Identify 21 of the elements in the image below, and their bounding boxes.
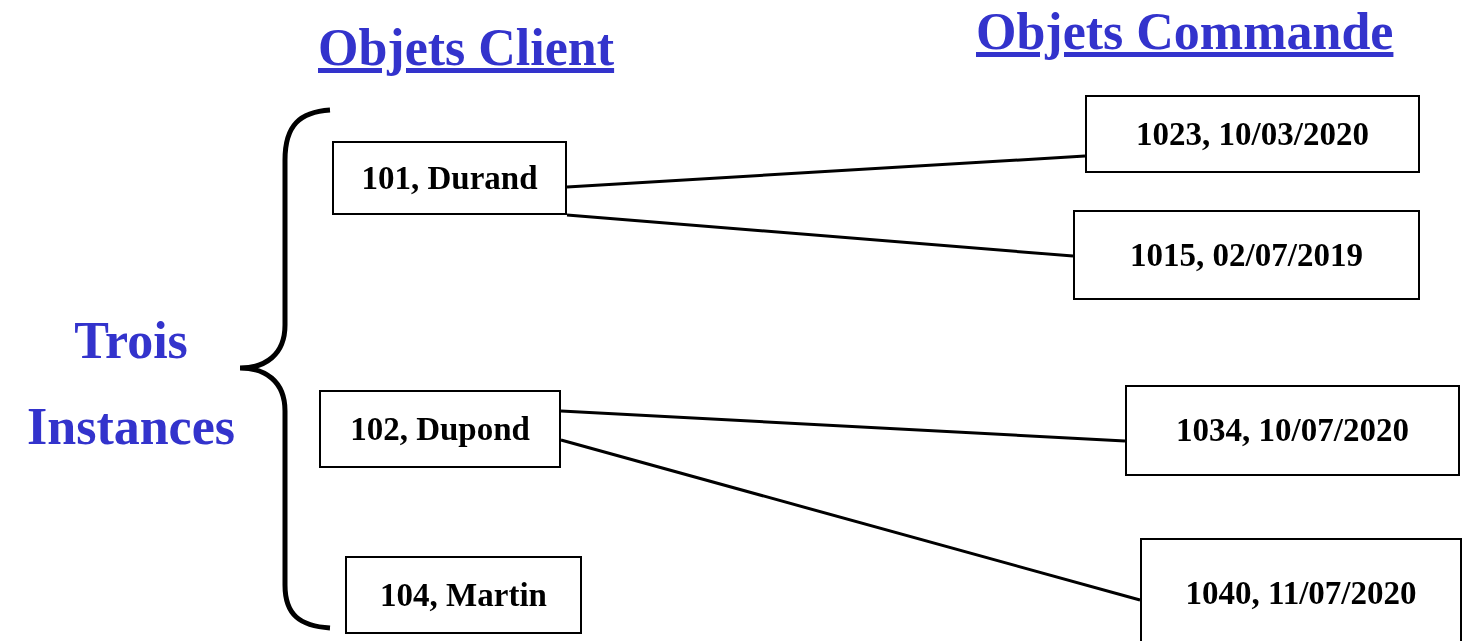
- bracket-label: Trois Instances: [26, 311, 236, 457]
- record-text: 1015, 02/07/2019: [1130, 236, 1363, 274]
- record-box: [345, 556, 582, 634]
- record-text: 1023, 10/03/2020: [1136, 115, 1369, 153]
- record-text: 101, Durand: [361, 159, 538, 197]
- record-box: [1085, 95, 1420, 173]
- record-text: 104, Martin: [380, 576, 547, 614]
- record-box: [332, 141, 567, 215]
- connector-line: [566, 213, 1074, 258]
- record-box: [319, 390, 561, 468]
- connector-line: [560, 409, 1126, 443]
- record-text: 1040, 11/07/2020: [1185, 574, 1417, 612]
- record-box: [1140, 538, 1462, 641]
- connector-line: [560, 438, 1141, 602]
- record-text: 1034, 10/07/2020: [1176, 412, 1409, 449]
- record-box: [1073, 210, 1420, 300]
- column-heading: Objets Client: [318, 18, 616, 78]
- connector-line: [566, 154, 1086, 189]
- record-text: 102, Dupond: [350, 410, 530, 448]
- column-heading: Objets Commande: [976, 2, 1395, 62]
- record-box: [1125, 385, 1460, 476]
